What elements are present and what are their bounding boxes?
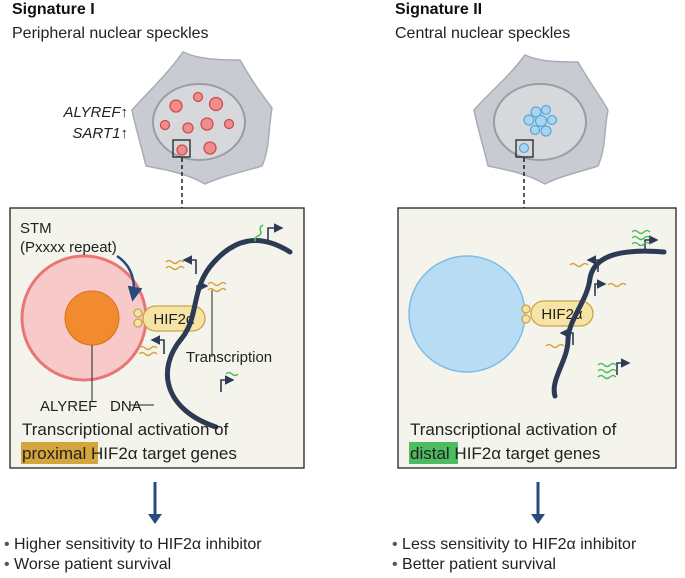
proximal-word: proximal	[22, 444, 86, 463]
transcription-label: Transcription	[186, 349, 272, 366]
speckle-icon	[159, 91, 235, 156]
cell-icon	[473, 54, 609, 185]
right-caption-line1: Transcriptional activation of	[410, 420, 617, 439]
left-caption-line2: proximal HIF2α target genes	[22, 444, 237, 463]
alyref-label: ALYREF	[40, 398, 97, 415]
hif2a-binder	[521, 304, 531, 324]
proximal-highlight	[21, 442, 98, 464]
left-caption-line1: Transcriptional activation of	[22, 420, 229, 439]
right-subtitle: Central nuclear speckles	[395, 25, 570, 42]
rna-transcript-icon	[545, 229, 651, 380]
cell-icon	[131, 51, 273, 185]
distal-word: distal	[410, 444, 450, 463]
right-caption-rest: HIF2α target genes	[450, 444, 601, 463]
gene-alyref: ALYREF↑	[63, 104, 128, 121]
right-caption-line2: distal HIF2α target genes	[410, 444, 600, 463]
alyref-protein	[64, 290, 120, 346]
left-bullet-1: • Higher sensitivity to HIF2α inhibitor	[4, 536, 262, 553]
right-bullet-1: • Less sensitivity to HIF2α inhibitor	[392, 536, 637, 553]
right-title: Signature II	[395, 1, 482, 18]
left-bullet-2: • Worse patient survival	[4, 556, 171, 573]
hif2a-binder	[133, 308, 143, 328]
stm-label: STM	[20, 220, 52, 237]
hif2a-label: HIF2α	[153, 311, 195, 328]
dna-label: DNA	[110, 398, 142, 415]
right-bullet-2: • Better patient survival	[392, 556, 556, 573]
repeat-label: (Pxxxx repeat)	[20, 239, 117, 256]
left-title: Signature I	[12, 1, 95, 18]
arrow-down-icon	[531, 514, 545, 524]
dna-strand-icon	[551, 248, 667, 399]
left-subtitle: Peripheral nuclear speckles	[12, 25, 209, 42]
gene-sart1: SART1↑	[72, 125, 128, 142]
nuclear-speckle	[408, 255, 526, 373]
arrow-down-icon	[148, 514, 162, 524]
dna-strand-icon	[164, 238, 293, 430]
speckle-icon	[518, 104, 558, 154]
distal-highlight	[409, 442, 458, 464]
rna-transcript-icon	[138, 224, 264, 377]
left-caption-rest: HIF2α target genes	[86, 444, 237, 463]
